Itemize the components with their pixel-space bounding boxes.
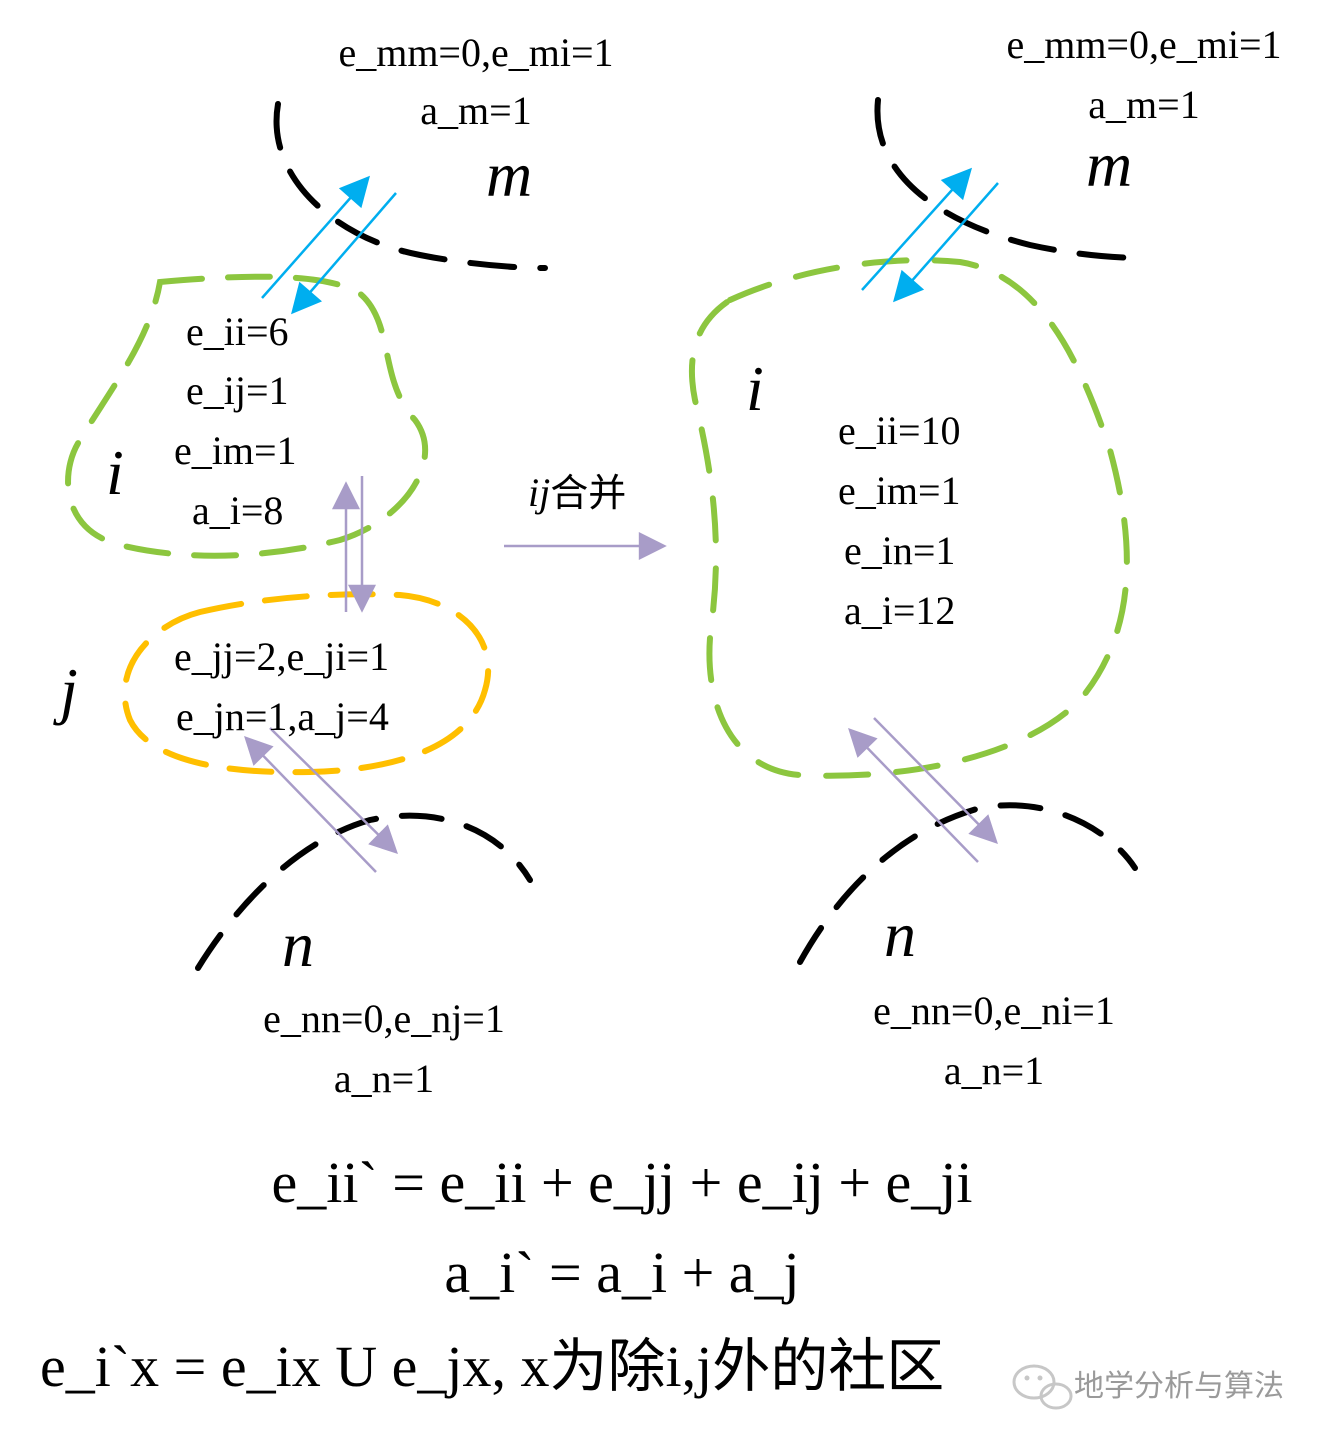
after-n-line2: a_n=1 <box>944 1048 1044 1093</box>
after-m-line1: e_mm=0,e_mi=1 <box>1006 22 1281 67</box>
community-n-boundary <box>195 812 533 971</box>
before-m-line1: e_mm=0,e_mi=1 <box>338 30 613 75</box>
after-m-line2: a_m=1 <box>1088 82 1199 127</box>
after-m-name: m <box>1086 129 1132 200</box>
after-i-line4: a_i=12 <box>844 588 955 633</box>
after-i-line1: e_ii=10 <box>838 408 961 453</box>
before-m-line2: a_m=1 <box>420 88 531 133</box>
before-i-line3: e_im=1 <box>174 428 297 473</box>
edge-j-to-n-arrow <box>269 727 398 854</box>
before-j-line1: e_jj=2,e_ji=1 <box>174 634 389 679</box>
before-i-line1: e_ii=6 <box>186 309 289 354</box>
community-m-boundary <box>273 101 548 271</box>
after-edge-i-to-m-arrow <box>861 167 973 291</box>
after-i-line3: e_in=1 <box>844 528 955 573</box>
community-i-boundary <box>65 273 429 559</box>
before-i-line2: e_ij=1 <box>186 368 289 413</box>
wechat-icon <box>1012 1364 1073 1410</box>
after-n-name: n <box>884 899 916 970</box>
watermark-text: 地学分析与算法 <box>1074 1370 1284 1403</box>
after-n-line1: e_nn=0,e_ni=1 <box>873 988 1115 1033</box>
formula-edge-merge: e_ii` = e_ii + e_jj + e_ij + e_ji <box>271 1150 972 1215</box>
after-edge-i-to-n-arrow <box>873 717 998 844</box>
formula-degree-merge: a_i` = a_i + a_j <box>444 1240 799 1305</box>
after-edge-m-to-i-arrow <box>893 182 999 303</box>
before-n-name: n <box>282 909 314 980</box>
before-i-line4: a_i=8 <box>192 488 283 533</box>
before-i-name: i <box>106 437 124 508</box>
edge-n-to-j-arrow <box>244 735 377 873</box>
edge-m-to-i-arrow <box>291 192 397 315</box>
before-j-name: j <box>53 655 78 726</box>
before-n-line1: e_nn=0,e_nj=1 <box>263 996 505 1041</box>
merge-label: ij合并 <box>528 470 626 515</box>
after-community-n-boundary <box>797 802 1138 965</box>
formula-external-edges: e_i`x = e_ix U e_jx, x为除i,j外的社区 <box>40 1334 944 1399</box>
edge-i-to-m-arrow <box>261 175 370 299</box>
after-i-line2: e_im=1 <box>838 468 961 513</box>
community-j-boundary <box>121 591 492 776</box>
before-n-line2: a_n=1 <box>334 1056 434 1101</box>
before-j-line2: e_jn=1,a_j=4 <box>176 694 389 739</box>
after-edge-n-to-i-arrow <box>848 727 979 863</box>
after-i-name: i <box>746 353 764 424</box>
after-community-i-boundary <box>688 257 1130 779</box>
before-m-name: m <box>486 139 532 210</box>
merge-label-italic: ij <box>528 470 550 515</box>
after-community-m-boundary <box>874 97 1148 261</box>
merge-label-text: 合并 <box>550 471 626 515</box>
